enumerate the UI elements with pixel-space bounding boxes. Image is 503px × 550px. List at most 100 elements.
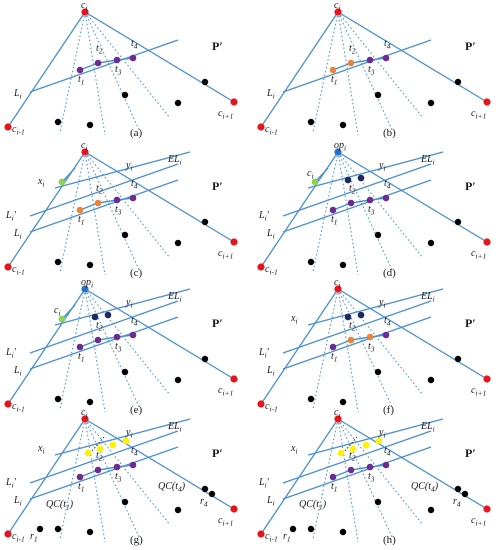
apex-vertex <box>81 8 89 16</box>
t-label: t1 <box>331 74 338 87</box>
annotation-label: ELi <box>167 421 182 434</box>
ray-line <box>337 418 424 526</box>
chain-node-t2 <box>94 199 102 207</box>
point <box>427 99 435 107</box>
annotation-label: ci <box>54 305 61 318</box>
t-label: t1 <box>331 351 338 364</box>
point <box>86 398 94 406</box>
vertex-prev <box>4 400 12 408</box>
apex-vertex <box>334 148 342 156</box>
vertex-next <box>230 238 238 246</box>
chain-node-t2 <box>94 466 102 474</box>
vertex-next <box>483 238 491 246</box>
line-li <box>29 179 179 233</box>
vertex-next-label: ci+1 <box>471 248 486 261</box>
point <box>427 239 435 247</box>
t-label: t1 <box>78 351 85 364</box>
t-label: t2 <box>96 43 103 56</box>
panel-h: t1t2t3t4cici-1ci+1Li'LixiyiELiQC(t1)QC(t… <box>257 407 491 546</box>
direction-arrow <box>316 167 329 181</box>
point <box>174 99 182 107</box>
point <box>339 121 347 129</box>
vertex-next <box>230 505 238 513</box>
point <box>121 368 129 376</box>
edge-line <box>7 418 86 535</box>
edge-line <box>337 288 488 380</box>
point-r1 <box>36 525 44 533</box>
panel-caption: (d) <box>383 267 396 279</box>
line-li-label: Li <box>266 88 275 101</box>
chain-node-t4 <box>382 54 390 62</box>
point <box>454 78 462 86</box>
edge-line <box>337 151 488 243</box>
annotation-label: yi <box>125 297 133 310</box>
point <box>121 231 129 239</box>
vertex-next-label: ci+1 <box>218 515 233 528</box>
apex-label: ci <box>334 0 341 13</box>
ray-line <box>337 418 359 543</box>
point <box>174 239 182 247</box>
line-li-prime <box>29 300 179 354</box>
annotation-label: xi <box>37 443 45 456</box>
panel-caption: (g) <box>130 534 143 546</box>
ray-line <box>59 11 86 133</box>
chain-node-t2 <box>347 336 355 344</box>
chain-line <box>79 57 134 71</box>
panel-p-label: P′ <box>212 179 223 193</box>
apex-vertex <box>334 8 342 16</box>
annotation-label: r4 <box>453 496 461 509</box>
chain-node-t2 <box>347 466 355 474</box>
line-li-label: Li <box>13 88 22 101</box>
chain-node-t1 <box>329 66 337 74</box>
chain-node-t2 <box>347 59 355 67</box>
chain-node-t3 <box>366 463 374 471</box>
chain-node-t1 <box>76 473 84 481</box>
line-li-prime-label: Li' <box>258 477 270 490</box>
line-li-prime <box>29 163 179 217</box>
ray-line <box>84 418 171 526</box>
annotation-label: xi <box>37 176 45 189</box>
vertex-next-label: ci+1 <box>471 385 486 398</box>
line-li <box>29 316 179 370</box>
chain-node-t3 <box>113 463 121 471</box>
point-r1 <box>289 525 297 533</box>
annotation-label: r1 <box>30 531 38 544</box>
line-li-label: Li <box>266 365 275 378</box>
t-label: t3 <box>368 341 375 354</box>
apex-label: opi <box>81 277 93 290</box>
ray-line <box>84 418 106 543</box>
vertex-next-label: ci+1 <box>218 248 233 261</box>
marked-node <box>375 437 383 445</box>
point <box>201 485 209 493</box>
annotation-label: r1 <box>283 531 291 544</box>
t-label: t3 <box>115 204 122 217</box>
vertex-next-label: ci+1 <box>471 515 486 528</box>
t-label: t4 <box>384 315 391 328</box>
annotation-label: ELi <box>420 421 435 434</box>
t-label: t1 <box>78 481 85 494</box>
dark-node <box>357 311 365 319</box>
vertex-next <box>230 375 238 383</box>
direction-arrow <box>63 304 76 318</box>
vertex-prev <box>257 530 265 538</box>
chain-node-t3 <box>113 56 121 64</box>
t-label: t4 <box>131 178 138 191</box>
line-li-label: Li <box>13 365 22 378</box>
dark-node <box>104 311 112 319</box>
ray-line <box>337 11 394 133</box>
apex-label: ci <box>81 0 88 13</box>
ray-line <box>59 151 86 273</box>
edge-line <box>337 11 488 103</box>
dark-node <box>344 313 352 321</box>
ray-line <box>84 151 171 259</box>
vertex-next <box>483 505 491 513</box>
ray-line <box>337 11 424 119</box>
point <box>307 118 315 126</box>
vertex-prev-label: ci-1 <box>265 531 278 544</box>
panel-p-label: P′ <box>465 179 476 193</box>
edge-line <box>260 418 339 535</box>
t-label: t4 <box>384 178 391 191</box>
marked-node <box>362 441 370 449</box>
